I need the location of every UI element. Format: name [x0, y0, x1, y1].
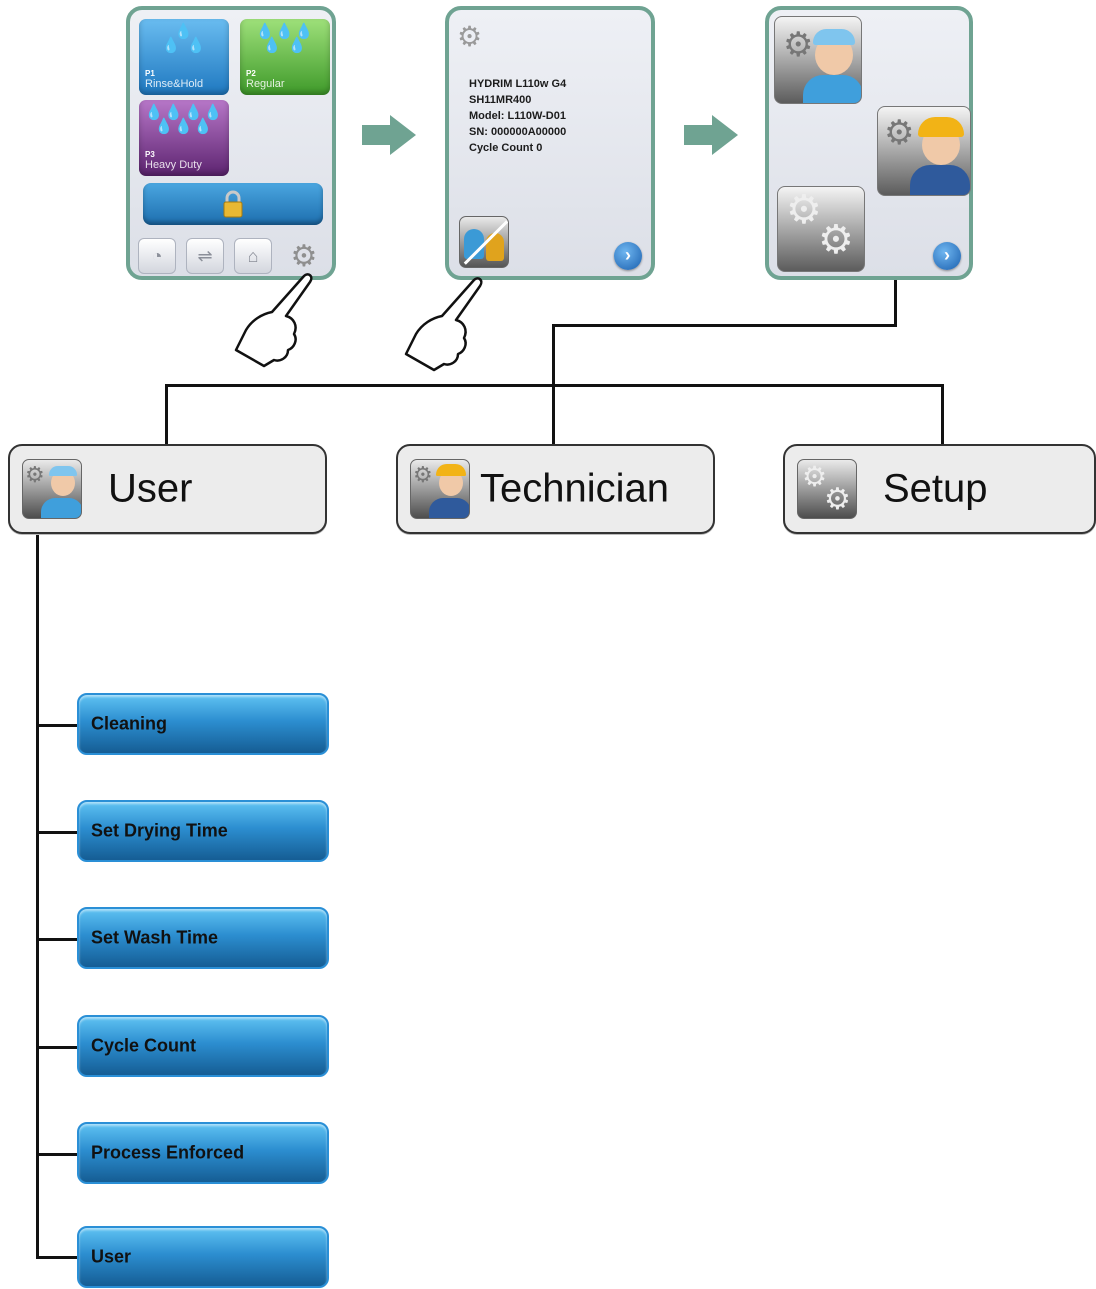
next-arrow-icon[interactable]: ›: [614, 242, 642, 270]
program-number: P3: [145, 150, 155, 159]
connector-line: [36, 1046, 78, 1049]
water-drops-icon: 💧💧💧💧 💧: [255, 23, 315, 54]
connector-line: [941, 384, 944, 445]
setup-gears-icon[interactable]: ⚙ ⚙: [777, 186, 865, 272]
program-p2-button[interactable]: 💧💧💧💧 💧 P2 Regular: [240, 19, 330, 95]
user-menu-label: User: [108, 466, 193, 511]
program-number: P2: [246, 69, 256, 78]
setup-menu-box[interactable]: ⚙ ⚙ Setup: [783, 444, 1096, 534]
connector-line: [36, 724, 78, 727]
info-line: SH11MR400: [469, 94, 532, 106]
gear-info-icon: ⚙: [457, 21, 483, 52]
user-role-icon[interactable]: ⚙: [774, 16, 862, 104]
technician-menu-label: Technician: [480, 466, 670, 511]
setup-menu-label: Setup: [883, 466, 988, 511]
user-menu-box[interactable]: ⚙ User: [8, 444, 327, 534]
program-p1-button[interactable]: 💧💧 💧 P1 Rinse&Hold: [139, 19, 229, 95]
water-drops-icon: 💧💧💧💧💧💧💧: [144, 104, 224, 135]
user-submenu-label: User: [91, 1246, 132, 1267]
usb-icon[interactable]: ⇌: [186, 238, 224, 274]
connector-line: [36, 831, 78, 834]
technician-role-icon: ⚙: [410, 459, 470, 519]
connector-line: [36, 533, 39, 1258]
connector-line: [894, 280, 897, 327]
gear-icon[interactable]: ⚙: [290, 240, 318, 273]
program-p3-button[interactable]: 💧💧💧💧💧💧💧 P3 Heavy Duty: [139, 100, 229, 176]
user-technician-icon[interactable]: [459, 216, 509, 268]
setup-gears-icon: ⚙ ⚙: [797, 459, 857, 519]
role-select-screen: ⚙ ⚙ ⚙ ⚙ ›: [765, 6, 973, 280]
connector-line: [552, 324, 897, 327]
process-enforced-label: Process Enforced: [91, 1142, 245, 1163]
lock-button[interactable]: [143, 183, 323, 225]
set-drying-time-label: Set Drying Time: [91, 820, 228, 841]
set-wash-time-button[interactable]: Set Wash Time: [77, 907, 329, 969]
tap-hand-icon: [234, 273, 313, 368]
program-name: Heavy Duty: [145, 159, 202, 171]
thermometer-icon[interactable]: ◔: [138, 238, 176, 274]
set-drying-time-button[interactable]: Set Drying Time: [77, 800, 329, 862]
connector-line: [36, 1153, 78, 1156]
technician-role-icon[interactable]: ⚙: [877, 106, 971, 196]
user-icon[interactable]: ⌂: [234, 238, 272, 274]
info-screen: ⚙ HYDRIM L110w G4 SH11MR400 Model: L110W…: [445, 6, 655, 280]
connector-line: [36, 938, 78, 941]
water-drops-icon: 💧💧 💧: [161, 23, 207, 54]
cycle-count-label: Cycle Count: [91, 1035, 197, 1056]
flow-arrow-icon: [362, 115, 416, 155]
program-name: Rinse&Hold: [145, 78, 204, 90]
program-number: P1: [145, 69, 155, 78]
cycle-count-button[interactable]: Cycle Count: [77, 1015, 329, 1077]
info-line: SN: 000000A00000: [469, 126, 567, 138]
device-info: HYDRIM L110w G4 SH11MR400 Model: L110W-D…: [469, 76, 566, 156]
connector-line: [165, 384, 168, 445]
tap-hand-icon: [404, 277, 483, 372]
flow-arrow-icon: [684, 115, 738, 155]
user-submenu-button[interactable]: User: [77, 1226, 329, 1288]
info-line: HYDRIM L110w G4: [469, 78, 567, 90]
user-role-icon: ⚙: [22, 459, 82, 519]
connector-line: [36, 1256, 78, 1259]
next-arrow-icon[interactable]: ›: [933, 242, 961, 270]
process-enforced-button[interactable]: Process Enforced: [77, 1122, 329, 1184]
info-line: Cycle Count 0: [469, 142, 543, 154]
padlock-icon: [223, 190, 243, 218]
technician-menu-box[interactable]: ⚙ Technician: [396, 444, 715, 534]
connector-line: [165, 384, 944, 387]
set-wash-time-label: Set Wash Time: [91, 927, 219, 948]
program-name: Regular: [246, 78, 285, 90]
info-line: Model: L110W-D01: [469, 110, 566, 122]
cleaning-label: Cleaning: [91, 713, 168, 734]
home-screen: 💧💧 💧 P1 Rinse&Hold 💧💧💧💧 💧 P2 Regular 💧💧💧…: [126, 6, 336, 280]
cleaning-button[interactable]: Cleaning: [77, 693, 329, 755]
